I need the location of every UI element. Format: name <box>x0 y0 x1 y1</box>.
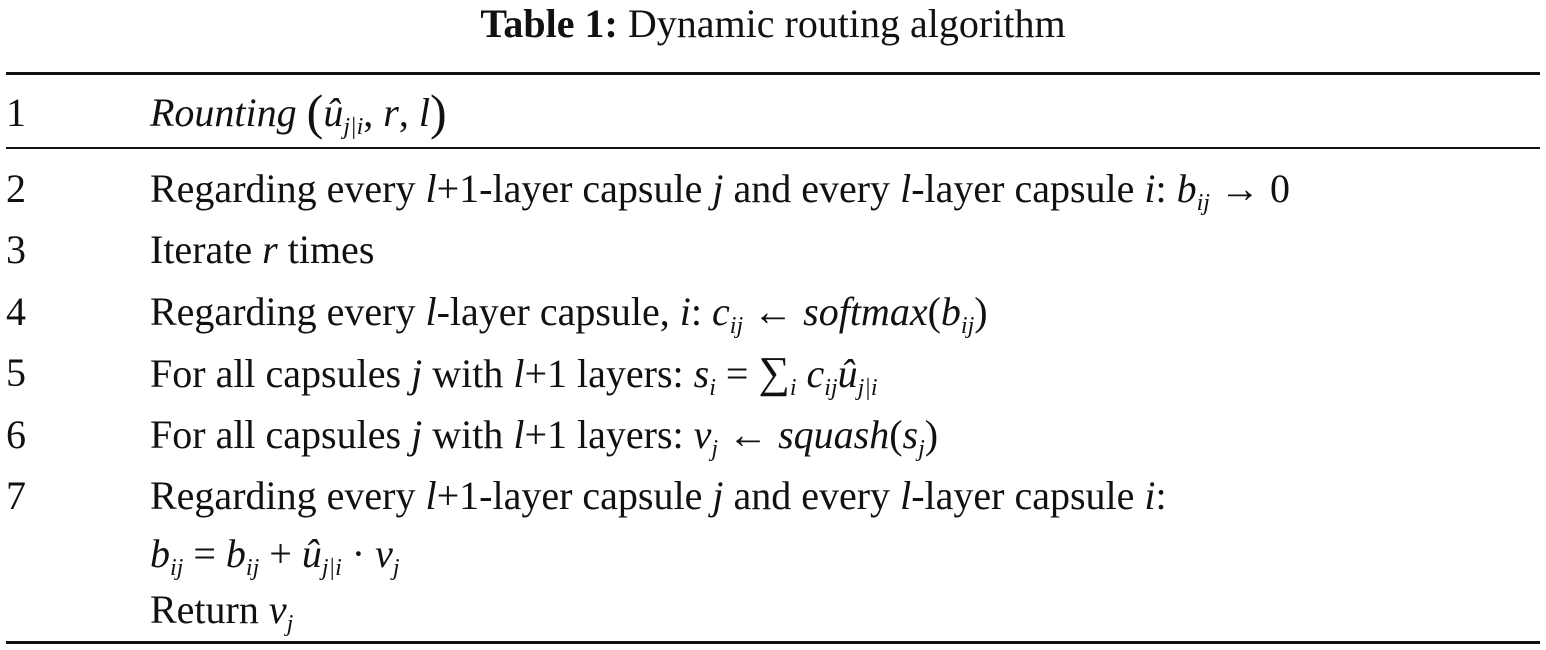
table-caption: Table 1:Dynamic routing algorithm <box>0 0 1546 50</box>
table-row: 2 Regarding every l+1-layer capsule j an… <box>0 159 1546 219</box>
row-text: For all capsules j with l+1 layers: vj ←… <box>150 412 939 462</box>
row-text: Regarding every l+1-layer capsule j and … <box>150 166 1290 216</box>
table-row-continuation: bij = bij + ûj|i · vj <box>0 524 1546 584</box>
table-label: Table 1: <box>480 1 618 46</box>
bottom-rule <box>6 641 1540 644</box>
table-row-continuation: Return vj <box>0 580 1546 640</box>
row-text: Regarding every l+1-layer capsule j and … <box>150 473 1167 518</box>
table-row: 1 Rounting (ûj|i, r, l) <box>0 83 1546 143</box>
row-text: Regarding every l-layer capsule, i: cij … <box>150 289 988 339</box>
row-text: Iterate r times <box>150 227 375 272</box>
table-row: 5 For all capsules j with l+1 layers: si… <box>0 343 1546 403</box>
table-row: 7 Regarding every l+1-layer capsule j an… <box>0 466 1546 526</box>
top-rule <box>6 72 1540 75</box>
row-number: 6 <box>6 412 26 457</box>
row-number: 2 <box>6 166 26 211</box>
table-title: Dynamic routing algorithm <box>627 1 1066 46</box>
table-row: 6 For all capsules j with l+1 layers: vj… <box>0 405 1546 465</box>
row-text: bij = bij + ûj|i · vj <box>150 531 400 581</box>
row-number: 1 <box>6 90 26 135</box>
row-number: 5 <box>6 350 26 395</box>
row-text: For all capsules j with l+1 layers: si =… <box>150 348 878 401</box>
row-text: Return vj <box>150 587 294 637</box>
table-row: 3 Iterate r times <box>0 220 1546 280</box>
row-number: 4 <box>6 289 26 334</box>
row-text: Rounting (ûj|i, r, l) <box>150 84 447 140</box>
row-number: 3 <box>6 227 26 272</box>
row-number: 7 <box>6 473 26 518</box>
header-rule <box>6 147 1540 149</box>
table-row: 4 Regarding every l-layer capsule, i: ci… <box>0 282 1546 342</box>
